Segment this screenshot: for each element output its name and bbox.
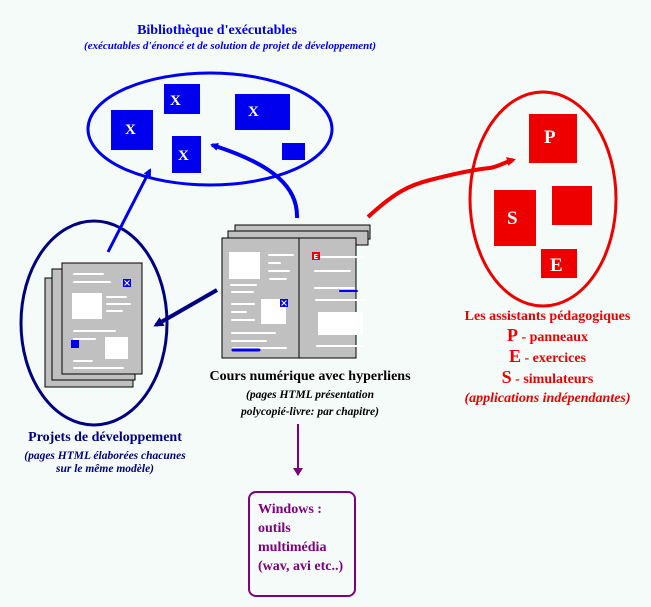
windows-line: outils [258,521,291,536]
assistants-item-letter: P [506,325,518,345]
executable-block [164,84,200,114]
assistants-item-p: P - panneaux [445,326,650,347]
assistant-block-s [494,190,536,246]
assistant-blocks: P S E [494,114,592,278]
course-subtitle-line: (pages HTML présentation [246,389,374,401]
arrow-projects-to-library [106,168,152,253]
course-book: E [221,224,371,359]
windows-line: multimédia [258,540,327,555]
course-badge-e: E [314,253,319,261]
assistants-item-letter: E [508,346,521,366]
assistant-block-label: P [544,127,556,148]
assistants-legend: Les assistants pédagogiques P - panneaux… [445,307,650,408]
assistant-block-label: S [507,208,518,229]
arrow-course-to-assistants [366,157,516,219]
windows-line: (wav, avi etc..) [258,559,344,574]
executable-label: X [248,104,259,120]
executable-label: X [178,148,189,164]
library-ellipse [86,71,334,187]
assistants-item-text: - exercices [520,351,587,366]
projects-subtitle-line: (pages HTML élaborées chacunes [24,450,186,462]
assistants-item-text: - panneaux [517,330,589,345]
executable-label: X [170,93,181,109]
assistant-block-p [529,114,577,163]
course-subtitle-line: polycopié-livre: par chapitre) [241,406,379,418]
executable-block [111,110,153,150]
projects-subtitle-line: sur le même modèle) [55,463,155,475]
windows-line: Windows : [258,502,322,517]
executable-blocks: X X X X [111,84,305,173]
executable-block [282,143,305,160]
executable-block [235,94,290,130]
assistants-item-text: - simulateurs [511,372,594,387]
assistants-item-letter: S [501,367,512,387]
assistants-item-e: E - exercices [445,347,650,368]
executable-label: X [125,122,136,138]
assistant-block-label: E [550,255,563,276]
windows-tools-box: Windows : outils multimédia (wav, avi et… [248,491,356,597]
assistants-item-s: S - simulateurs [445,368,650,389]
assistant-block [552,186,592,225]
course-subtitle: (pages HTML présentation polycopié-livre… [215,387,405,421]
assistants-title: Les assistants pédagogiques [464,309,631,324]
project-pages [44,262,143,388]
projects-ellipse [19,219,169,427]
executable-block [172,136,201,173]
arrow-course-to-library [210,143,300,219]
projects-title: Projets de développement [28,430,182,445]
assistant-block-e [541,249,577,278]
assistants-note: (applications indépendantes) [464,391,631,406]
library-title: Bibliothèque d'exécutables [137,23,297,38]
assistants-ellipse [468,90,618,308]
course-title: Cours numérique avec hyperliens [209,369,411,384]
projects-subtitle: (pages HTML élaborées chacunes sur le mê… [0,450,210,476]
arrow-course-to-projects [153,288,218,327]
library-subtitle: (exécutables d'énoncé et de solution de … [83,40,377,52]
